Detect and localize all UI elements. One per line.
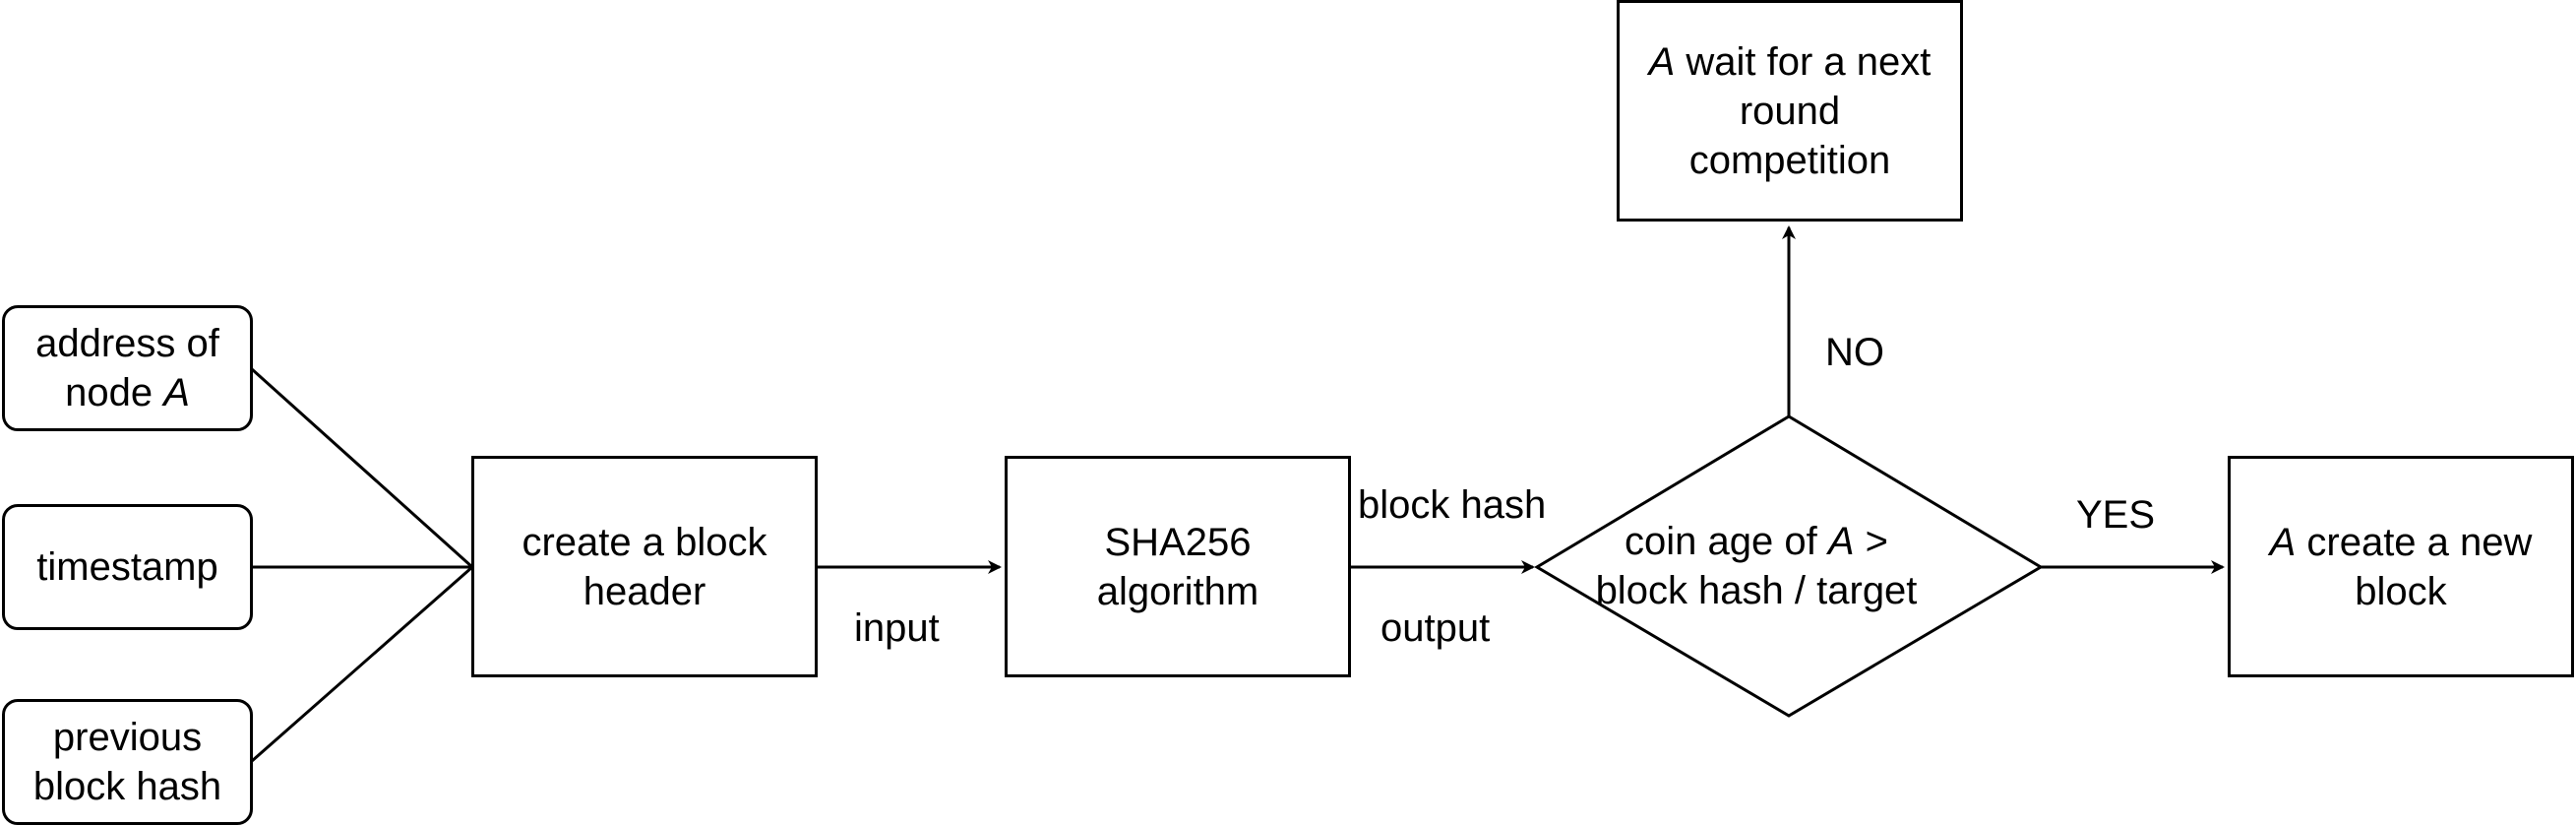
wait-label: wait for a next round competition xyxy=(1686,39,1932,182)
create-header-node: create a block header xyxy=(471,456,818,677)
edge-previous-to-header xyxy=(251,565,473,763)
create-block-label: create a new block xyxy=(2306,520,2533,613)
wait-emph: A xyxy=(1648,39,1676,84)
decision-text-before: coin age of xyxy=(1624,520,1828,563)
decision-diamond xyxy=(1534,414,2044,718)
edge-label-yes: YES xyxy=(2076,493,2156,537)
edge-label-no: NO xyxy=(1825,331,1884,374)
address-node: address of node A xyxy=(2,305,253,431)
address-label: address of node xyxy=(35,322,219,414)
edge-label-input: input xyxy=(854,606,940,650)
edge-label-block-hash: block hash xyxy=(1358,483,1547,527)
wait-node: A wait for a next round competition xyxy=(1617,0,1963,222)
sha256-label: SHA256 algorithm xyxy=(1096,520,1259,613)
previous-hash-node: previous block hash xyxy=(2,699,253,825)
previous-hash-label: previous block hash xyxy=(32,716,222,808)
edge-address-to-header xyxy=(250,367,474,569)
create-block-node: A create a new block xyxy=(2228,456,2574,677)
edge-label-output: output xyxy=(1380,606,1491,650)
decision-emph: A xyxy=(1827,520,1855,563)
address-node-emph: A xyxy=(163,371,190,414)
create-header-label: create a block header xyxy=(521,520,767,613)
create-block-emph: A xyxy=(2269,520,2297,564)
decision-label: coin age of A > block hash / target xyxy=(1540,512,1973,620)
decision-text-after: > block hash / target xyxy=(1595,520,1918,612)
timestamp-node: timestamp xyxy=(2,504,253,630)
timestamp-label: timestamp xyxy=(36,545,218,589)
sha256-node: SHA256 algorithm xyxy=(1005,456,1351,677)
